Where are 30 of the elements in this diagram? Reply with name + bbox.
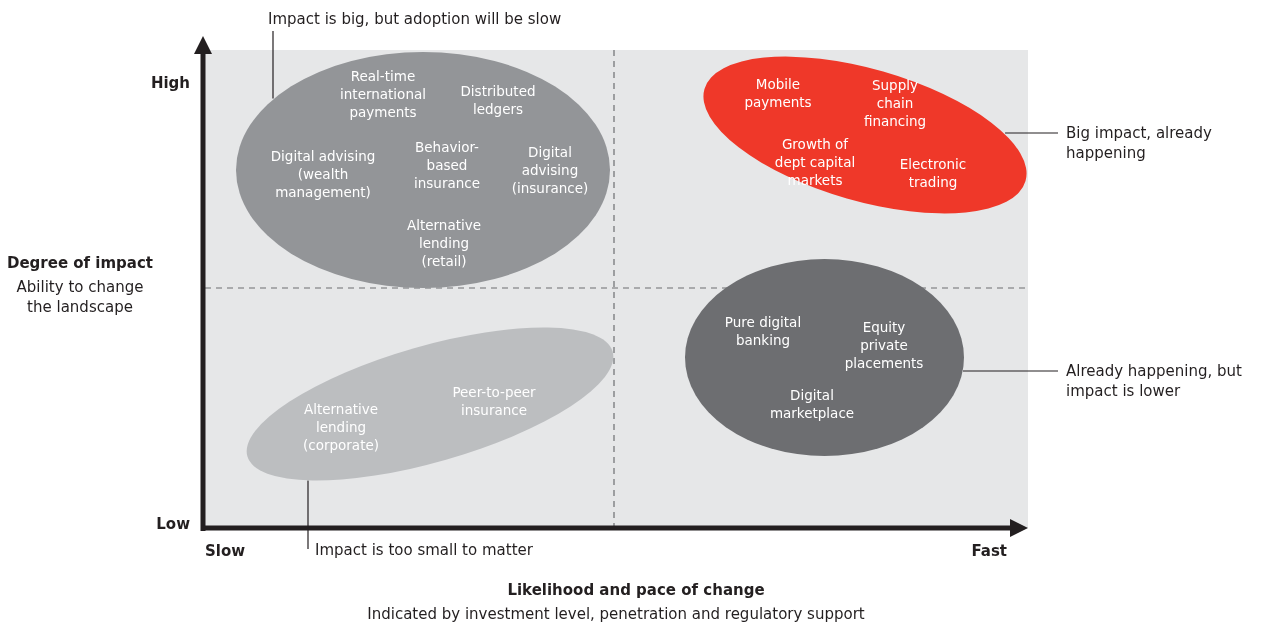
callout-text: Big impact, already happening [1066,123,1246,165]
item-label: Behavior-based insurance [413,138,481,192]
leader-line [1004,132,1059,134]
item-label: Alternative lending (corporate) [302,400,380,454]
axis-label: Low [155,514,190,534]
axis-label: Fast [970,541,1007,561]
item-label: Distributed ledgers [459,82,537,118]
item-label: Alternative lending (retail) [405,216,483,270]
leader-line [272,30,274,100]
leader-line [962,370,1059,372]
item-label: Electronic trading [898,155,968,191]
axis-subtitle: Ability to change the landscape [15,277,145,317]
axis-subtitle: Indicated by investment level, penetration and regulatory support [366,604,866,624]
item-label: Peer-to-peer insurance [451,383,537,419]
item-label: Digital marketplace [768,386,856,422]
item-label: Equity private placements [843,318,925,372]
axis-title: Degree of impact [5,253,155,273]
callout-text: Already happening, but impact is lower [1066,361,1271,403]
axis-title: Likelihood and pace of change [506,580,766,600]
axis-label: High [149,73,190,93]
item-label: Mobile payments [743,75,813,111]
item-label: Real-time international payments [339,67,427,121]
callout-text: Impact is too small to matter [315,540,555,562]
item-label: Pure digital banking [723,313,803,349]
leader-line [307,479,309,550]
item-label: Supply chain financing [862,76,928,130]
callout-text: Impact is big, but adoption will be slow [268,9,628,31]
axis-label: Slow [205,541,247,561]
item-label: Digital advising (wealth management) [269,147,377,201]
item-label: Digital advising (insurance) [510,143,590,197]
